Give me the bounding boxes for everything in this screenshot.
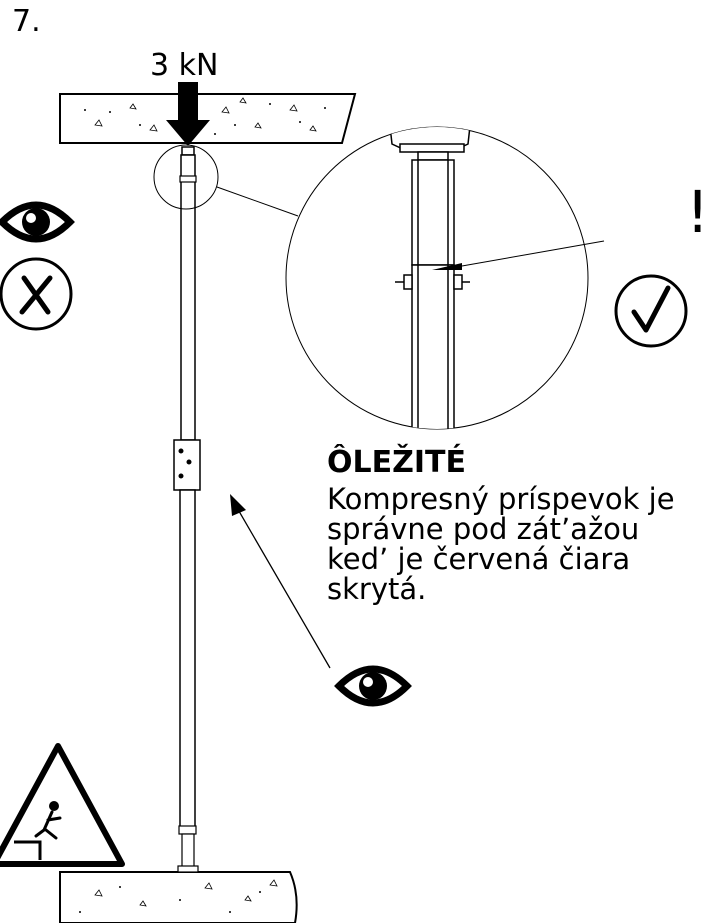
inspection-arrow xyxy=(230,494,331,669)
eye-icon xyxy=(334,665,412,707)
detail-marker-circle xyxy=(153,144,219,210)
red-indicator-line xyxy=(432,263,462,270)
warning-body: Kompresný príspevok je správne pod zát’a… xyxy=(327,482,675,606)
exclamation-mark: ! xyxy=(686,178,710,246)
detail-leader-line xyxy=(216,186,299,217)
step-number: 7. xyxy=(12,4,41,39)
fall-hazard-warning-icon xyxy=(0,743,125,867)
correct-check-icon xyxy=(614,274,688,348)
incorrect-cross-icon xyxy=(0,257,73,331)
prop-column xyxy=(173,146,201,873)
load-arrow xyxy=(166,82,210,146)
warning-title: ÔLEŽITÉ xyxy=(327,445,466,480)
load-label: 3 kN xyxy=(150,48,219,83)
magnified-detail xyxy=(285,126,605,430)
eye-icon xyxy=(0,201,75,243)
floor-slab xyxy=(59,871,298,923)
indicator-pointer-line xyxy=(461,240,605,267)
ceiling-slab xyxy=(59,93,357,144)
